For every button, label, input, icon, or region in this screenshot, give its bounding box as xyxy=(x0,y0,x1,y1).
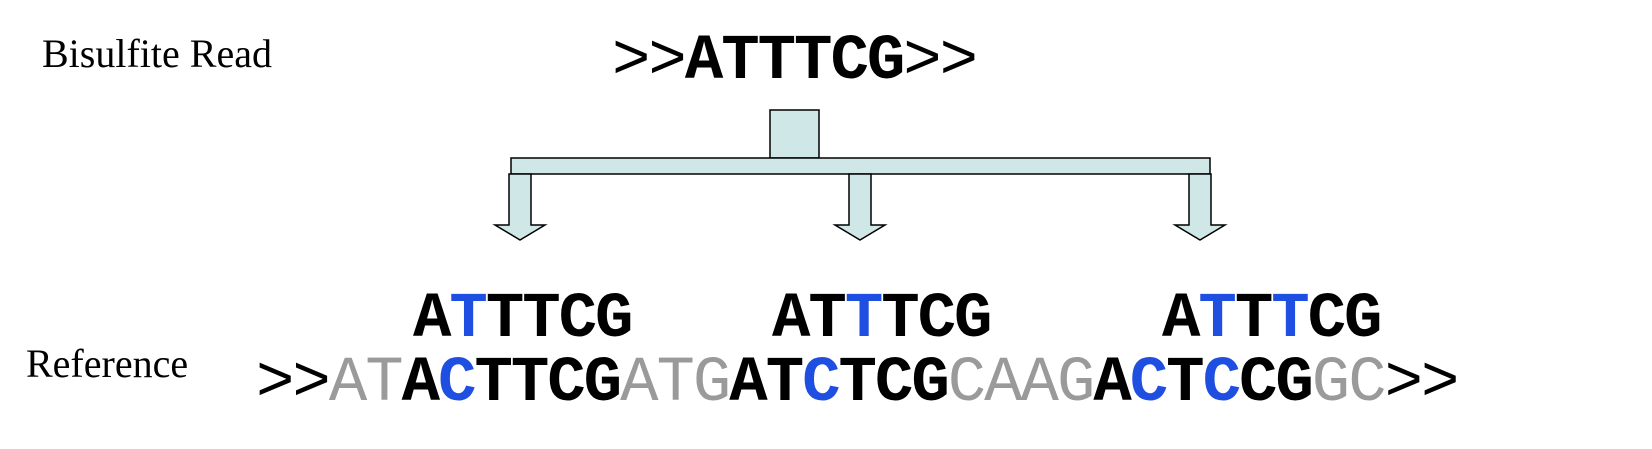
alignment-2-sequence: ATTTCG xyxy=(772,288,992,352)
alignment-conv-segment: T xyxy=(449,284,487,356)
reference-flank-segment: GC xyxy=(1311,348,1387,420)
bisulfite-read-label: Bisulfite Read xyxy=(42,31,272,76)
arrow-stem xyxy=(769,109,820,159)
reference-conv-segment: C xyxy=(438,348,476,420)
down-arrow-2 xyxy=(832,173,888,241)
read-plain-segment: >> xyxy=(903,26,978,98)
alignment-conv-segment: T xyxy=(844,284,883,356)
alignment-bold-segment: CG xyxy=(1307,284,1383,356)
reference-bold-segment: AT xyxy=(729,348,804,420)
alignment-bold-segment: A xyxy=(1162,284,1200,356)
alignment-3-sequence: ATTTCG xyxy=(1162,288,1382,352)
alignment-bold-segment: TTCG xyxy=(485,284,634,356)
down-arrow-3 xyxy=(1172,173,1228,241)
reference-plain-segment: >> xyxy=(256,348,331,420)
alignment-conv-segment: T xyxy=(1271,284,1309,356)
reference-label: Reference xyxy=(26,341,189,386)
reference-flank-segment: CAAG xyxy=(947,348,1096,420)
reference-conv-segment: C xyxy=(802,348,840,420)
reference-bold-segment: A xyxy=(1093,348,1131,420)
reference-conv-segment: C xyxy=(1129,348,1168,420)
reference-bold-segment: CG xyxy=(1238,348,1314,420)
reference-bold-segment: T xyxy=(1166,348,1204,420)
arrow-bar xyxy=(510,157,1211,175)
down-arrow-1 xyxy=(492,173,548,241)
read-plain-segment: >> xyxy=(612,26,687,98)
alignment-bold-segment: AT xyxy=(772,284,847,356)
reference-conv-segment: C xyxy=(1202,348,1241,420)
reference-plain-segment: >> xyxy=(1384,348,1460,420)
alignment-1-sequence: ATTTCG xyxy=(413,288,633,352)
reference-bold-segment: TCG xyxy=(838,348,950,420)
alignment-bold-segment: A xyxy=(413,284,451,356)
reference-bold-segment: A xyxy=(401,348,440,420)
alignment-conv-segment: T xyxy=(1198,284,1236,356)
reference-sequence: >>ATACTTCGATGATCTCGCAAGACTCCGGC>> xyxy=(256,352,1459,416)
alignment-bold-segment: T xyxy=(1234,284,1273,356)
reference-flank-segment: AT xyxy=(328,348,404,420)
bisulfite-read-sequence: >>ATTTCG>> xyxy=(612,30,978,94)
reference-flank-segment: ATG xyxy=(620,348,731,420)
alignment-bold-segment: TCG xyxy=(881,284,992,356)
read-bold-segment: ATTTCG xyxy=(684,26,905,98)
reference-bold-segment: TTCG xyxy=(474,348,622,420)
